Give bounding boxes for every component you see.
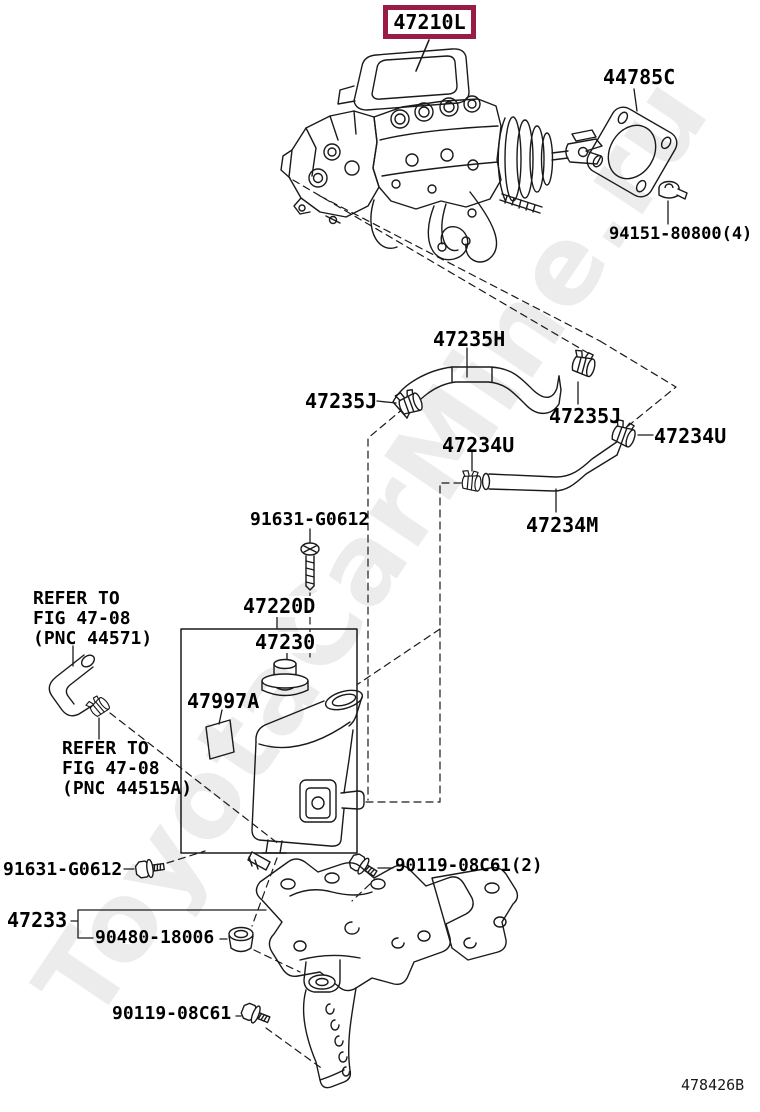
part-label-90119-single[interactable]: 90119-08C61 [112,1003,232,1024]
refer-note-44515a: REFER TO FIG 47-08 (PNC 44515A) [62,738,193,800]
part-label-47235j-left[interactable]: 47235J [305,389,378,413]
clamp-47235j-right-icon [569,348,599,405]
cap-drawing [261,651,309,697]
refer-note-line: (PNC 44515A) [62,778,193,800]
label-plate-drawing [205,709,235,760]
refer-note-44571: REFER TO FIG 47-08 (PNC 44571) [33,588,153,650]
part-label-91631-bottom[interactable]: 91631-G0612 [3,859,123,880]
refer-elbow-hose-drawing [48,645,112,740]
part-label-47997a[interactable]: 47997A [187,689,260,713]
part-label-91631-top[interactable]: 91631-G0612 [250,509,370,530]
bracket-47233-drawing [70,851,519,1089]
bolt-90119-single-icon [235,1000,273,1029]
part-label-94151-80800[interactable]: 94151-80800(4) [609,224,753,244]
refer-note-line: REFER TO [62,738,149,759]
part-label-44785c[interactable]: 44785C [603,65,676,89]
hose-47235h-drawing [392,347,562,419]
reservoir-tank-drawing [251,689,365,854]
part-label-47235j-right[interactable]: 47235J [549,404,622,428]
drawing-code: 478426B [681,1076,745,1094]
part-label-90119-double[interactable]: 90119-08C61(2) [395,856,543,876]
gasket-drawing [586,88,678,198]
hose-47234m-drawing [471,434,654,513]
clamp-47235j-left-icon [376,386,425,418]
part-label-47234u-left[interactable]: 47234U [442,433,515,457]
refer-note-line: (PNC 44571) [33,628,153,650]
grommet-icon [219,926,254,953]
part-label-47220d[interactable]: 47220D [242,594,317,618]
refer-note-line: FIG 47-08 [33,608,131,630]
highlighted-part-box[interactable]: 47210L [383,5,476,39]
nut-icon [658,180,688,225]
part-label-47230[interactable]: 47230 [254,630,317,654]
screw-91631-top-icon [300,528,320,591]
refer-note-line: REFER TO [33,588,120,609]
part-label-47210l: 47210L [393,10,466,34]
line-art-root [48,39,688,1089]
part-label-47235h[interactable]: 47235H [433,327,506,351]
dashed-leader-lines [109,179,677,1071]
master-cylinder-assembly-drawing [280,39,603,263]
clamp-47234u-left-icon [460,469,483,492]
part-label-90480-18006[interactable]: 90480-18006 [95,927,215,948]
refer-note-line: FIG 47-08 [62,758,160,780]
part-label-47233[interactable]: 47233 [7,908,68,932]
part-label-47234m[interactable]: 47234M [526,513,599,537]
bolt-91631-bottom-icon [123,856,166,881]
bolt-90119-double-icon [346,850,394,882]
part-label-47234u-right[interactable]: 47234U [654,424,727,448]
